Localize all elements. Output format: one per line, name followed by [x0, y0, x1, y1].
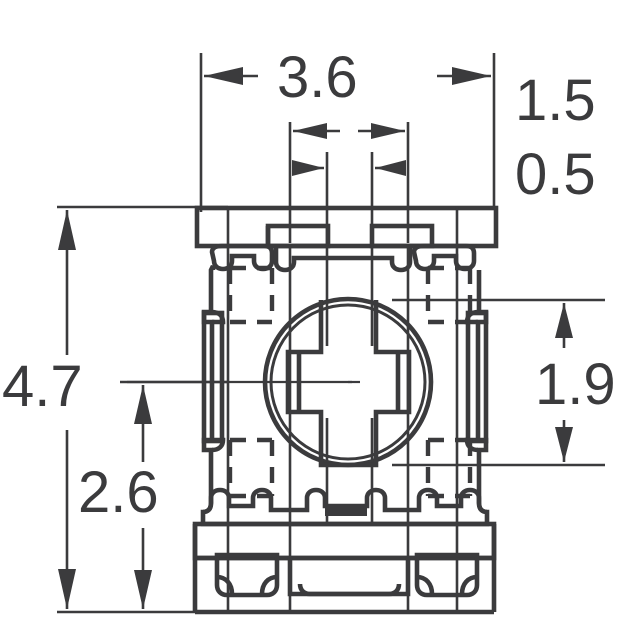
top-lead-profile [209, 223, 477, 273]
dimension-label-3-6: 3.6 [277, 45, 358, 110]
dimension-height-body: 2.6 [78, 385, 159, 609]
dimension-slot-width: 0.5 [292, 142, 596, 207]
dimension-offset-right: 1.5 [293, 68, 596, 139]
dimension-height-side-tab: 1.9 [535, 303, 616, 462]
bottom-base-plate [192, 521, 497, 615]
dimension-label-0-5: 0.5 [515, 142, 596, 207]
adjustment-screw [262, 296, 434, 468]
dimension-height-overall: 4.7 [2, 210, 83, 609]
dimension-label-4-7: 4.7 [2, 354, 83, 419]
extension-lines [57, 53, 605, 614]
dimension-label-2-6: 2.6 [78, 460, 159, 525]
top-terminal-bar [194, 205, 499, 249]
hidden-internal-pads [227, 265, 473, 499]
dimension-label-1-9: 1.9 [535, 352, 616, 417]
bottom-solder-pads [214, 552, 480, 598]
bottom-lead-band [202, 487, 488, 516]
dimension-label-1-5: 1.5 [515, 68, 596, 133]
side-contact-rails [201, 310, 489, 444]
dimension-width-overall: 3.6 [204, 45, 491, 110]
